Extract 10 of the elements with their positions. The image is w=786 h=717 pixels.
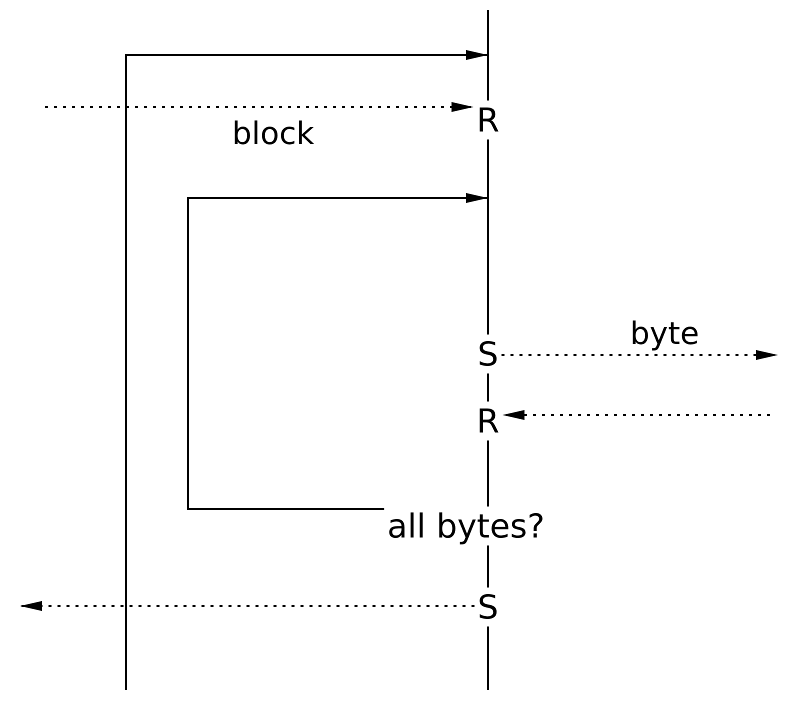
message-label: S bbox=[478, 338, 498, 370]
arrow bbox=[45, 102, 474, 112]
arrow bbox=[20, 601, 475, 611]
arrow bbox=[187, 193, 488, 510]
message-label: all bytes? bbox=[387, 510, 545, 542]
message-label: R bbox=[476, 104, 500, 136]
arrow bbox=[501, 350, 778, 360]
arrow bbox=[502, 410, 770, 420]
message-label: R bbox=[476, 404, 500, 438]
message-label: S bbox=[478, 590, 498, 624]
